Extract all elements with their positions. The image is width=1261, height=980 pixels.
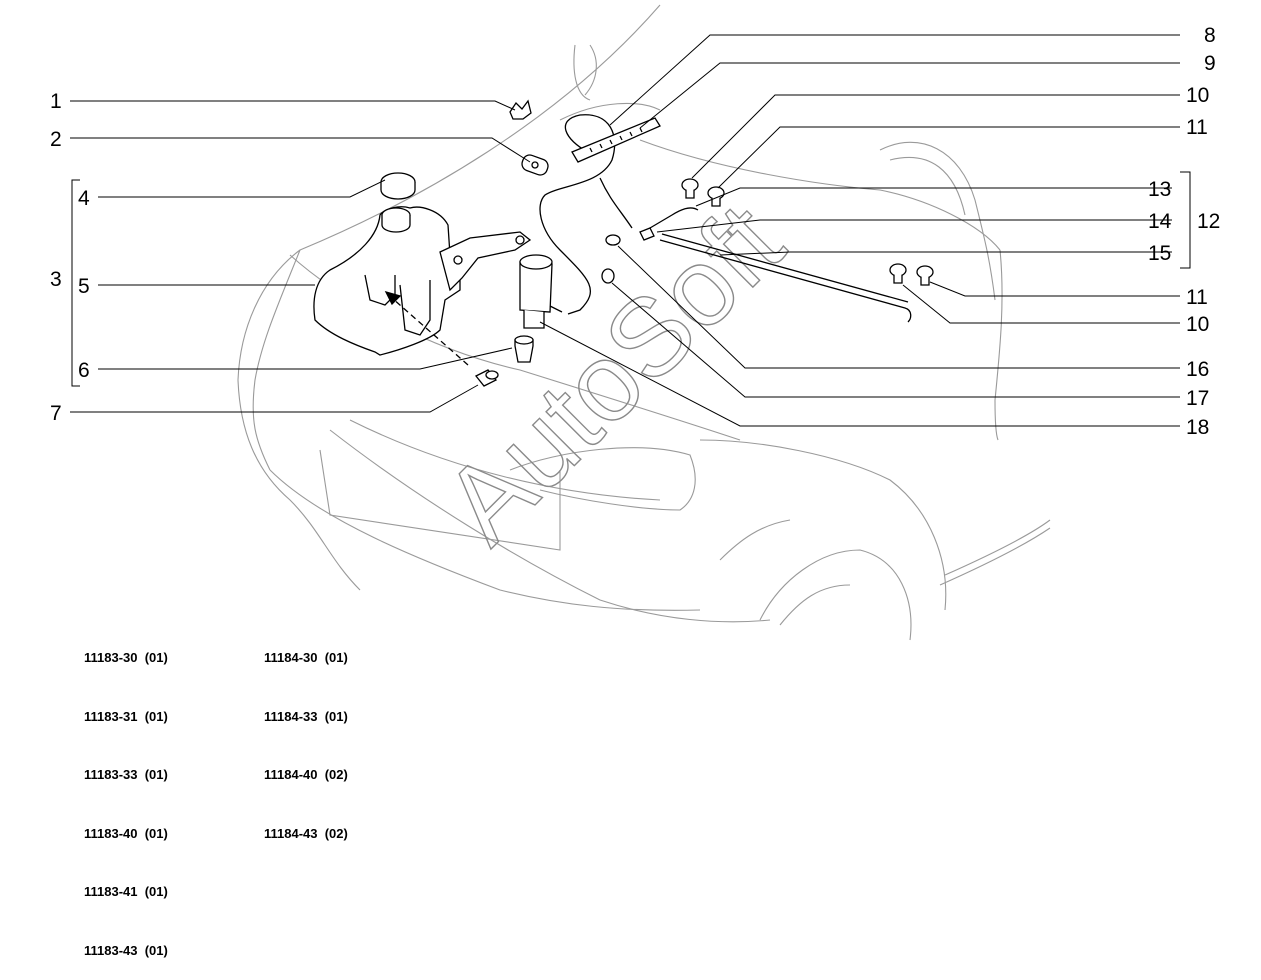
washer-reservoir-part-5	[313, 206, 532, 356]
insertion-arrow	[384, 290, 469, 366]
grommet-part-2	[521, 154, 549, 176]
callout-11-bottom: 11	[1186, 286, 1208, 309]
washer-pump-part-18	[519, 254, 563, 329]
model-code: 11183-30 (01)	[84, 650, 168, 665]
grommet-part-16	[605, 234, 621, 246]
callout-8: 8	[1204, 24, 1216, 47]
leader-lines	[70, 34, 1180, 427]
model-code: 11184-40 (02)	[264, 767, 348, 782]
washer-nozzle-part-11-bottom	[916, 265, 934, 286]
callout-1: 1	[50, 90, 62, 113]
washer-nozzle-part-10-bottom	[889, 263, 907, 284]
tee-and-tubes-parts-13-15	[639, 207, 912, 323]
callout-10-top: 10	[1186, 84, 1209, 107]
callout-17: 17	[1186, 387, 1209, 410]
model-code: 11183-43 (01)	[84, 942, 168, 958]
plug-part-7	[474, 369, 499, 387]
callout-9: 9	[1204, 52, 1216, 75]
callout-7: 7	[50, 402, 62, 425]
washer-nozzle-part-10-top	[681, 178, 699, 199]
callout-11-top: 11	[1186, 116, 1208, 139]
callout-18: 18	[1186, 416, 1209, 439]
model-code: 11184-43 (02)	[264, 825, 348, 841]
reservoir-cap-part-4	[380, 172, 416, 200]
hose-clamp-part-9	[571, 117, 661, 163]
model-code: 11184-33 (01)	[264, 708, 348, 724]
parts	[313, 99, 934, 387]
callout-15: 15	[1148, 242, 1171, 265]
grommet-part-17	[601, 268, 615, 284]
model-code: 11184-30 (01)	[264, 650, 348, 665]
callout-10-bottom: 10	[1186, 313, 1209, 336]
callout-12: 12	[1197, 210, 1220, 233]
bracket-group-12	[1180, 171, 1191, 269]
callout-13: 13	[1148, 178, 1171, 201]
model-codes-right: 11184-30 (01) 11184-33 (01) 11184-40 (02…	[264, 609, 348, 863]
model-codes-left: 11183-30 (01) 11183-31 (01) 11183-33 (01…	[84, 609, 168, 980]
clip-part-1	[509, 99, 532, 120]
callout-4: 4	[78, 187, 90, 210]
model-code: 11183-40 (01)	[84, 825, 168, 841]
pump-grommet-part-6	[514, 335, 534, 363]
callout-3: 3	[50, 268, 62, 291]
callout-14: 14	[1148, 210, 1172, 233]
washer-nozzle-part-11-top	[707, 186, 725, 207]
callout-numbers: 1 2 4 3 5 6 7 8 9 10 11 13 14 12 15 11 1…	[50, 24, 1220, 439]
callout-16: 16	[1186, 358, 1209, 381]
callout-6: 6	[78, 359, 90, 382]
bracket-group-3	[71, 179, 80, 387]
model-code: 11183-31 (01)	[84, 708, 168, 724]
washer-system-diagram: AutoSoft	[50, 4, 1220, 641]
callout-5: 5	[78, 275, 90, 298]
callout-2: 2	[50, 128, 62, 151]
model-code: 11183-33 (01)	[84, 767, 168, 782]
washer-hose-part-8	[539, 114, 633, 315]
model-code: 11183-41 (01)	[84, 884, 168, 899]
